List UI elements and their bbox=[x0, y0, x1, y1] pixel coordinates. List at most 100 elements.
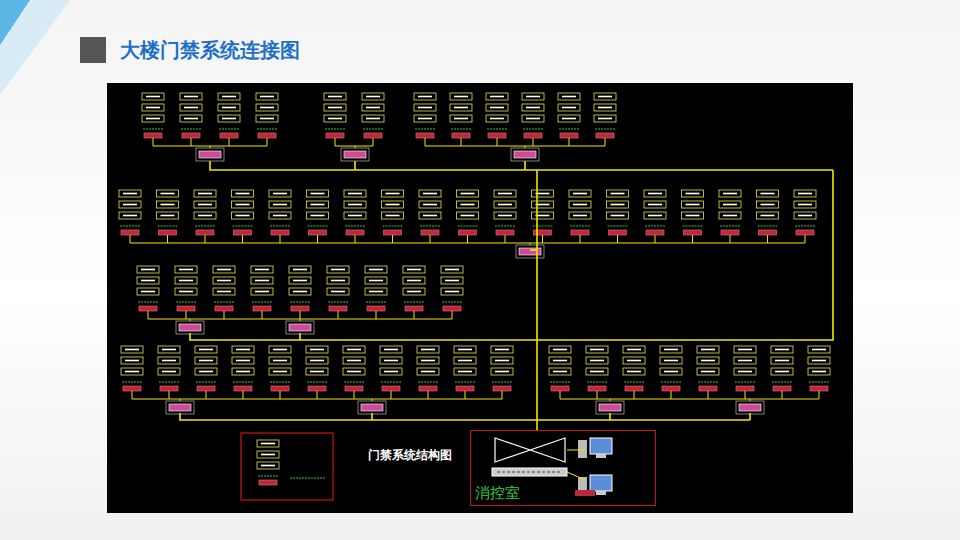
door-unit bbox=[257, 440, 279, 485]
wire bbox=[167, 235, 168, 243]
wire bbox=[130, 243, 805, 244]
wire bbox=[267, 138, 268, 146]
wire bbox=[425, 146, 605, 147]
door-unit bbox=[417, 346, 439, 391]
hub-controller bbox=[179, 324, 201, 331]
door-unit bbox=[289, 266, 311, 311]
hub-controller bbox=[739, 404, 761, 411]
wire bbox=[537, 170, 833, 340]
wire bbox=[262, 311, 263, 319]
wire bbox=[229, 138, 230, 146]
door-unit bbox=[213, 266, 235, 311]
door-unit bbox=[771, 346, 793, 391]
wire bbox=[191, 138, 192, 146]
door-unit bbox=[403, 266, 425, 311]
wire bbox=[180, 399, 181, 401]
wire bbox=[130, 235, 131, 243]
door-unit bbox=[558, 93, 580, 138]
wire bbox=[391, 391, 392, 399]
door-unit bbox=[121, 346, 143, 391]
hub-controller bbox=[199, 151, 221, 158]
hub-controller bbox=[344, 151, 366, 158]
wire bbox=[355, 235, 356, 243]
wire bbox=[542, 235, 543, 243]
door-unit bbox=[343, 346, 365, 391]
wire bbox=[242, 235, 243, 243]
door-unit bbox=[660, 346, 682, 391]
door-unit bbox=[380, 346, 402, 391]
wire bbox=[782, 391, 783, 399]
hub-frame bbox=[196, 148, 224, 161]
hub-controller bbox=[169, 404, 191, 411]
wire bbox=[461, 138, 462, 146]
door-unit bbox=[269, 190, 291, 235]
door-unit bbox=[454, 346, 476, 391]
cad-panel bbox=[107, 83, 853, 513]
wire bbox=[430, 235, 431, 243]
wire bbox=[354, 391, 355, 399]
door-unit bbox=[522, 93, 544, 138]
hub-frame bbox=[286, 321, 314, 334]
door-unit bbox=[532, 190, 554, 235]
wire bbox=[467, 235, 468, 243]
control-room-box: 消控室 bbox=[470, 430, 656, 506]
hub-controller bbox=[599, 404, 621, 411]
door-unit bbox=[194, 190, 216, 235]
wire bbox=[392, 235, 393, 243]
door-unit bbox=[414, 93, 436, 138]
hub-controller bbox=[361, 404, 383, 411]
door-unit bbox=[486, 93, 508, 138]
wire bbox=[465, 391, 466, 399]
hub-frame bbox=[516, 245, 544, 258]
wire bbox=[354, 161, 356, 170]
wire bbox=[560, 399, 819, 400]
door-unit bbox=[682, 190, 704, 235]
door-unit bbox=[734, 346, 756, 391]
wire bbox=[536, 170, 538, 430]
wire bbox=[502, 391, 503, 399]
wire bbox=[425, 138, 426, 146]
door-unit bbox=[180, 93, 202, 138]
hub-frame bbox=[596, 401, 624, 414]
door-unit bbox=[450, 93, 472, 138]
wire bbox=[533, 138, 534, 146]
door-unit bbox=[362, 93, 384, 138]
wire bbox=[169, 391, 170, 399]
door-unit bbox=[719, 190, 741, 235]
wire bbox=[206, 391, 207, 399]
hub-controller bbox=[514, 151, 536, 158]
hub-frame bbox=[358, 401, 386, 414]
door-unit bbox=[218, 93, 240, 138]
door-unit bbox=[808, 346, 830, 391]
wire bbox=[414, 311, 415, 319]
wire bbox=[610, 399, 611, 401]
wire bbox=[567, 472, 585, 480]
wire bbox=[497, 138, 498, 146]
hub-frame bbox=[341, 148, 369, 161]
hub-frame bbox=[166, 401, 194, 414]
wire bbox=[190, 333, 537, 340]
door-unit bbox=[491, 346, 513, 391]
wire bbox=[819, 391, 820, 399]
door-unit bbox=[157, 190, 179, 235]
wire bbox=[210, 146, 211, 148]
door-unit bbox=[269, 346, 291, 391]
wire bbox=[452, 311, 453, 319]
door-unit bbox=[757, 190, 779, 235]
wire bbox=[373, 138, 374, 146]
wire bbox=[708, 391, 709, 399]
wire bbox=[524, 161, 526, 170]
region-box bbox=[241, 433, 333, 500]
wire bbox=[132, 391, 133, 399]
wire bbox=[300, 311, 301, 319]
wire bbox=[180, 413, 750, 420]
wire bbox=[605, 138, 606, 146]
door-unit bbox=[623, 346, 645, 391]
wire bbox=[372, 399, 373, 401]
door-unit bbox=[307, 190, 329, 235]
door-unit bbox=[158, 346, 180, 391]
wire bbox=[530, 243, 531, 245]
door-unit bbox=[306, 346, 328, 391]
wire bbox=[634, 391, 635, 399]
